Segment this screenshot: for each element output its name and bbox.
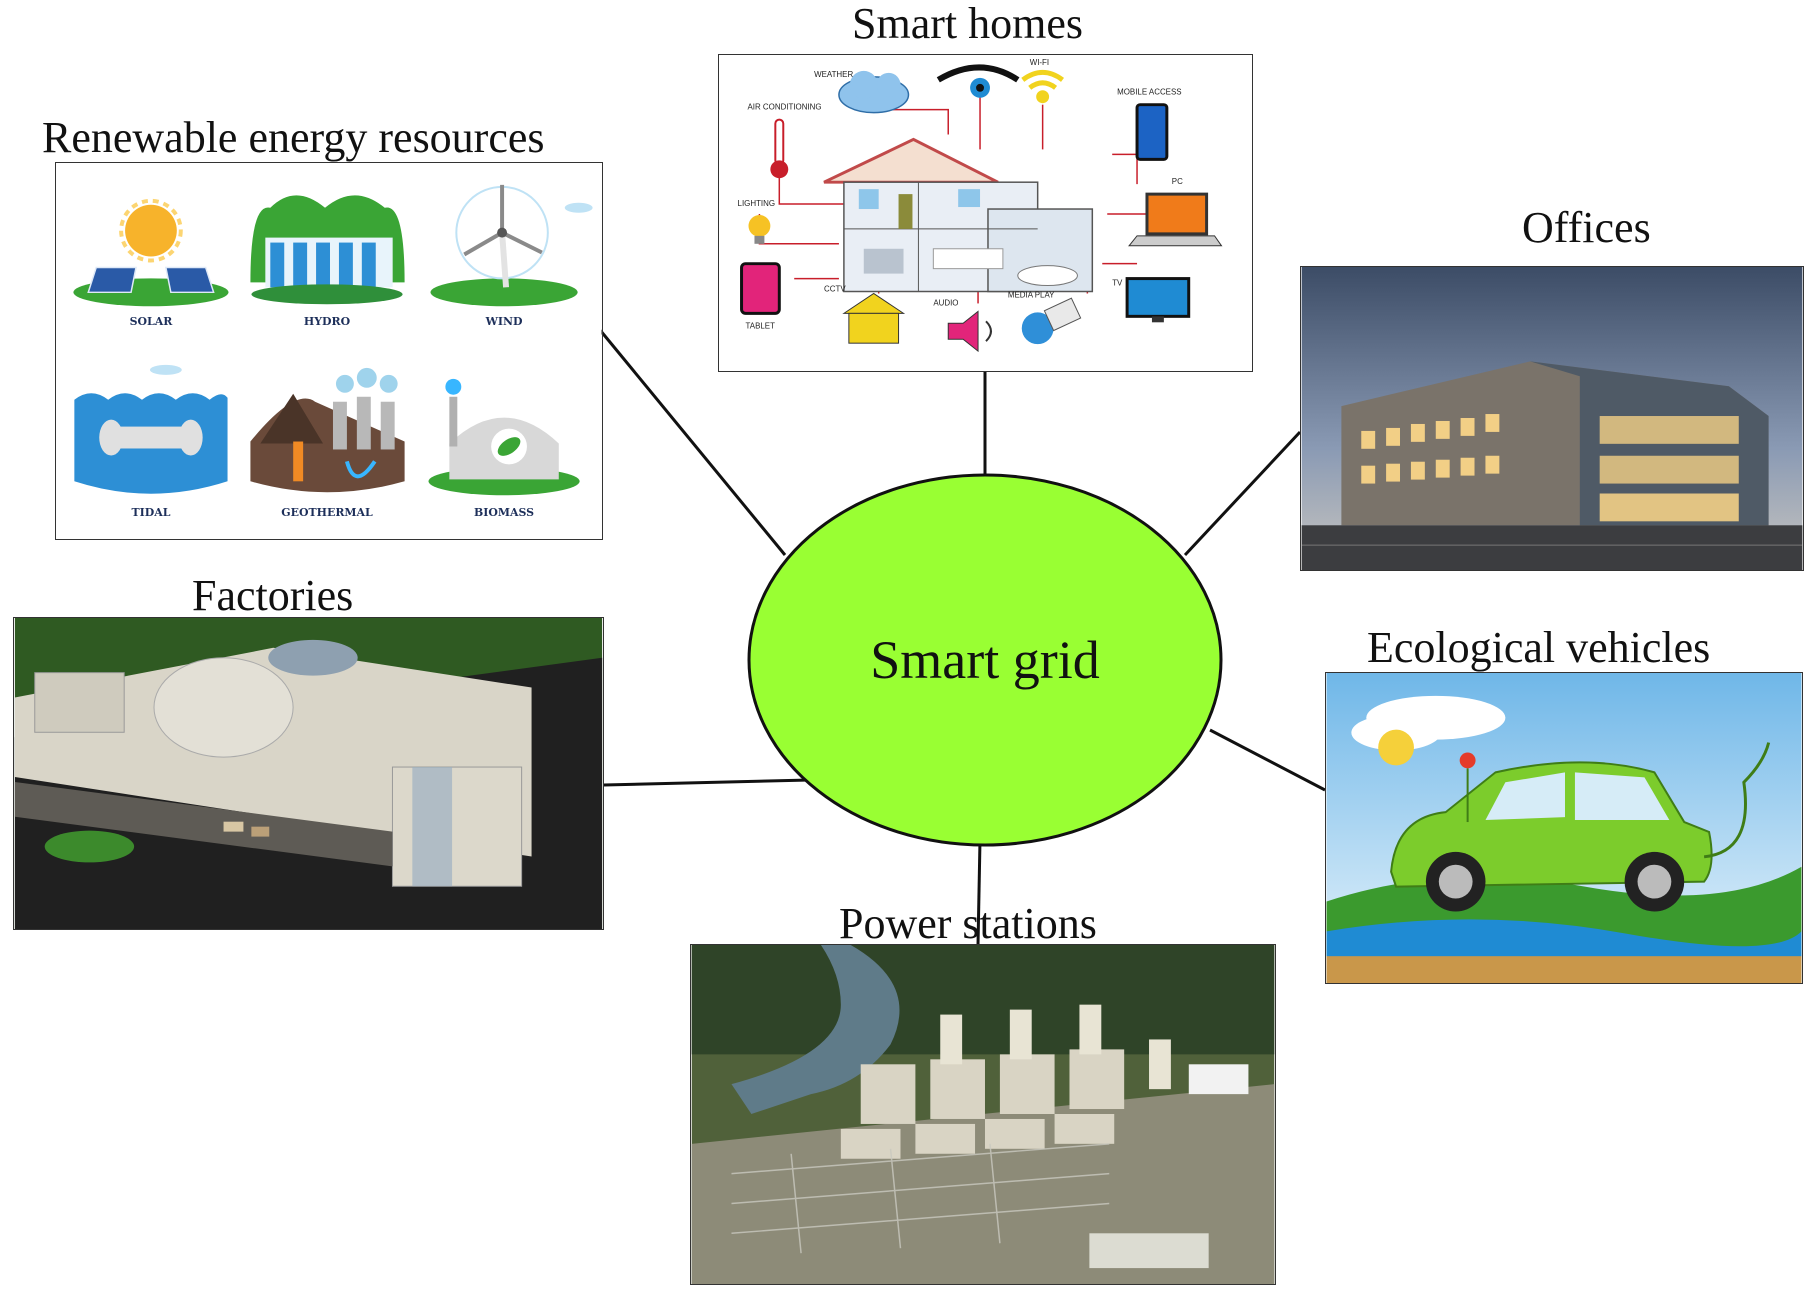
car-icon — [1390, 761, 1713, 912]
connector-offices — [1183, 430, 1302, 557]
wifi-icon — [1021, 69, 1065, 104]
power-stations-panel — [690, 944, 1276, 1285]
eco-car-illustration — [1326, 673, 1802, 983]
title-renewable: Renewable energy resources — [42, 113, 545, 162]
label-solar: SOLAR — [130, 315, 174, 328]
tv-icon — [1125, 277, 1191, 323]
label-tablet: TABLET — [746, 321, 776, 330]
tablet-icon — [740, 262, 781, 315]
power-station-photo — [691, 945, 1275, 1284]
connector-renewable — [598, 329, 787, 556]
smart-grid-hub — [747, 473, 1223, 847]
label-hydro: HYDRO — [304, 315, 351, 328]
renewable-illustration: SOLAR HYDRO WIND — [56, 163, 602, 539]
smart-homes-panel: WEATHER WI-FI MOBILE ACCESS AIR CONDITIO… — [718, 54, 1253, 372]
label-wind: WIND — [485, 315, 523, 328]
factories-panel — [13, 617, 604, 930]
connector-factories — [603, 778, 811, 787]
label-ac: AIR CONDITIONING — [748, 103, 822, 112]
label-mobile: MOBILE ACCESS — [1117, 88, 1181, 97]
eye-icon — [936, 64, 1020, 98]
title-factories: Factories — [192, 571, 354, 620]
wind-icon — [430, 184, 593, 307]
label-cctv: CCTV — [824, 285, 846, 294]
connector-vehicles — [1209, 728, 1326, 792]
title-vehicles: Ecological vehicles — [1367, 623, 1711, 672]
biomass-icon — [428, 378, 580, 496]
tidal-icon — [74, 364, 228, 494]
cctv-icon — [842, 292, 906, 344]
mobile-icon — [1135, 103, 1169, 161]
label-biomass: BIOMASS — [474, 506, 534, 519]
weather-icon — [838, 70, 910, 114]
renewable-panel: SOLAR HYDRO WIND — [55, 162, 603, 540]
lightbulb-icon — [748, 214, 771, 244]
solar-icon — [73, 198, 229, 307]
label-geothermal: GEOTHERMAL — [281, 506, 373, 519]
connector-power — [976, 839, 982, 946]
speaker-icon — [947, 310, 992, 353]
title-offices: Offices — [1522, 203, 1651, 252]
title-power: Power stations — [839, 899, 1097, 948]
vehicles-panel — [1325, 672, 1803, 984]
geothermal-icon — [250, 367, 405, 493]
house-icon — [823, 137, 1094, 293]
label-media: MEDIA PLAY — [1008, 290, 1055, 299]
label-weather: WEATHER — [814, 70, 853, 79]
globe-icon — [1021, 297, 1082, 345]
label-tv: TV — [1112, 279, 1123, 288]
office-building-photo — [1301, 267, 1803, 570]
hub-label: Smart grid — [870, 630, 1099, 690]
label-audio: AUDIO — [933, 298, 958, 307]
label-wifi: WI-FI — [1030, 58, 1049, 67]
thermometer-icon — [770, 118, 789, 179]
offices-panel — [1300, 266, 1804, 571]
hydro-icon — [250, 195, 405, 305]
label-pc: PC — [1172, 177, 1183, 186]
laptop-icon — [1128, 192, 1223, 247]
label-tidal: TIDAL — [131, 506, 170, 519]
smart-home-illustration: WEATHER WI-FI MOBILE ACCESS AIR CONDITIO… — [719, 55, 1252, 371]
label-lighting: LIGHTING — [738, 199, 776, 208]
title-smart-homes: Smart homes — [852, 0, 1083, 48]
factory-rendering — [14, 618, 603, 929]
